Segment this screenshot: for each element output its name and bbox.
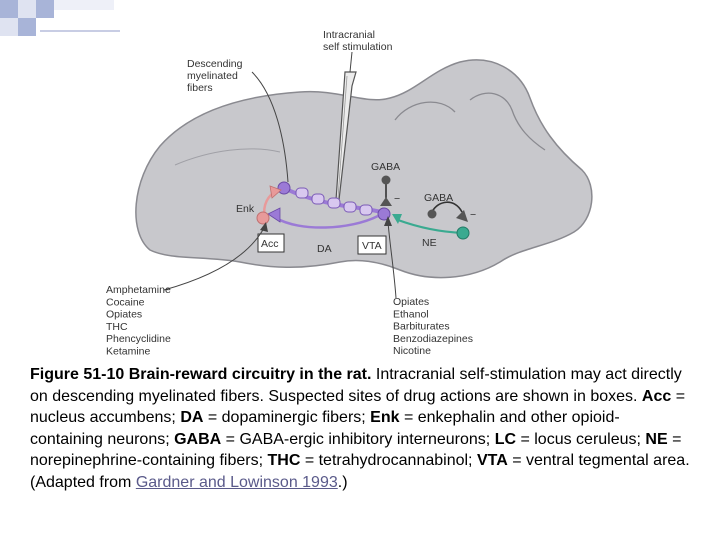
left-drug-item: Ketamine [106, 346, 151, 358]
left-drug-item: Phencyclidine [106, 333, 171, 345]
caption-term-definition: = nucleus accumbens; [30, 387, 686, 427]
vta-label: VTA [362, 240, 382, 252]
gaba-interneuron-right [427, 209, 437, 219]
ne-soma [456, 226, 470, 240]
descending-label: fibers [187, 82, 213, 94]
figure-caption: Figure 51-10 Brain-reward circuitry in t… [30, 364, 690, 493]
citation-link[interactable]: Gardner and Lowinson 1993 [135, 473, 338, 491]
caption-intro: Intracranial self-stimulation may act di… [30, 366, 682, 405]
da-fiber [275, 214, 379, 229]
brain-reward-diagram: Intracranial self stimulation Descending… [106, 29, 593, 358]
caption-term: LC [494, 430, 517, 448]
caption-term: GABA [174, 430, 222, 448]
electrode [335, 71, 357, 201]
caption-term-definition: = norepinephrine-containing fibers; [30, 430, 682, 470]
fiber-soma [277, 181, 291, 195]
enk-soma [256, 211, 270, 225]
left-drug-item: Opiates [106, 309, 142, 321]
acc-box [257, 233, 285, 253]
brain-fold [469, 92, 546, 151]
right-drug-item: Barbiturates [393, 321, 450, 333]
enk-label: Enk [236, 203, 255, 215]
right-drug-list: OpiatesEthanolBarbituratesBenzodiazepine… [393, 296, 473, 357]
caption-term: NE [645, 430, 668, 448]
gaba-label-top: GABA [371, 161, 400, 173]
caption-term: VTA [476, 452, 508, 469]
right-drug-item: Ethanol [393, 308, 429, 320]
caption-term-definition: = enkephalin and other opioid-containing… [30, 409, 620, 448]
descending-label: Descending [187, 58, 243, 70]
da-label: DA [317, 243, 332, 255]
caption-end: .) [337, 473, 348, 491]
caption-definitions: Acc = nucleus accumbens; DA = dopaminerg… [30, 388, 690, 491]
rat-brain-outline [135, 59, 593, 279]
brain-fold [174, 148, 281, 166]
caption-term-definition: = locus ceruleus; [516, 430, 646, 448]
left-drug-item: Amphetamine [106, 284, 171, 296]
caption-term-definition: = GABA-ergic inhibitory interneurons; [221, 430, 495, 448]
right-drug-item: Nicotine [393, 345, 431, 357]
ne-label: NE [422, 237, 437, 249]
left-drug-list: AmphetamineCocaineOpiatesTHCPhencyclidin… [106, 284, 171, 358]
right-drug-pointer [387, 221, 397, 299]
inhibitory-sign: − [470, 209, 476, 221]
vta-soma [377, 207, 391, 221]
left-drug-item: Cocaine [106, 296, 145, 308]
caption-term: THC [267, 452, 301, 469]
caption-term: Acc [641, 387, 672, 405]
left-drug-item: THC [106, 321, 128, 333]
vta-box [357, 235, 387, 255]
caption-term: DA [180, 409, 204, 426]
right-drug-item: Opiates [393, 296, 429, 308]
slide-corner-decoration [0, 0, 120, 40]
gaba-interneuron-top [381, 175, 391, 185]
intracranial-label: Intracranial [323, 29, 375, 41]
caption-term-definition: = ventral tegmental area. (Adapted from [30, 452, 690, 491]
caption-title: Figure 51-10 Brain-reward circuitry in t… [30, 366, 372, 383]
left-drug-pointer [163, 227, 265, 291]
caption-term-definition: = tetrahydrocannabinol; [300, 452, 477, 469]
inhibitory-sign: − [394, 193, 400, 205]
caption-term-definition: = dopaminergic fibers; [203, 409, 371, 426]
gaba-label-right: GABA [424, 192, 453, 204]
acc-label: Acc [261, 238, 279, 250]
descending-label: myelinated [187, 70, 238, 82]
right-drug-item: Benzodiazepines [393, 333, 473, 345]
intracranial-label: self stimulation [323, 41, 393, 53]
brain-fold [394, 101, 456, 121]
caption-term: Enk [370, 409, 400, 426]
